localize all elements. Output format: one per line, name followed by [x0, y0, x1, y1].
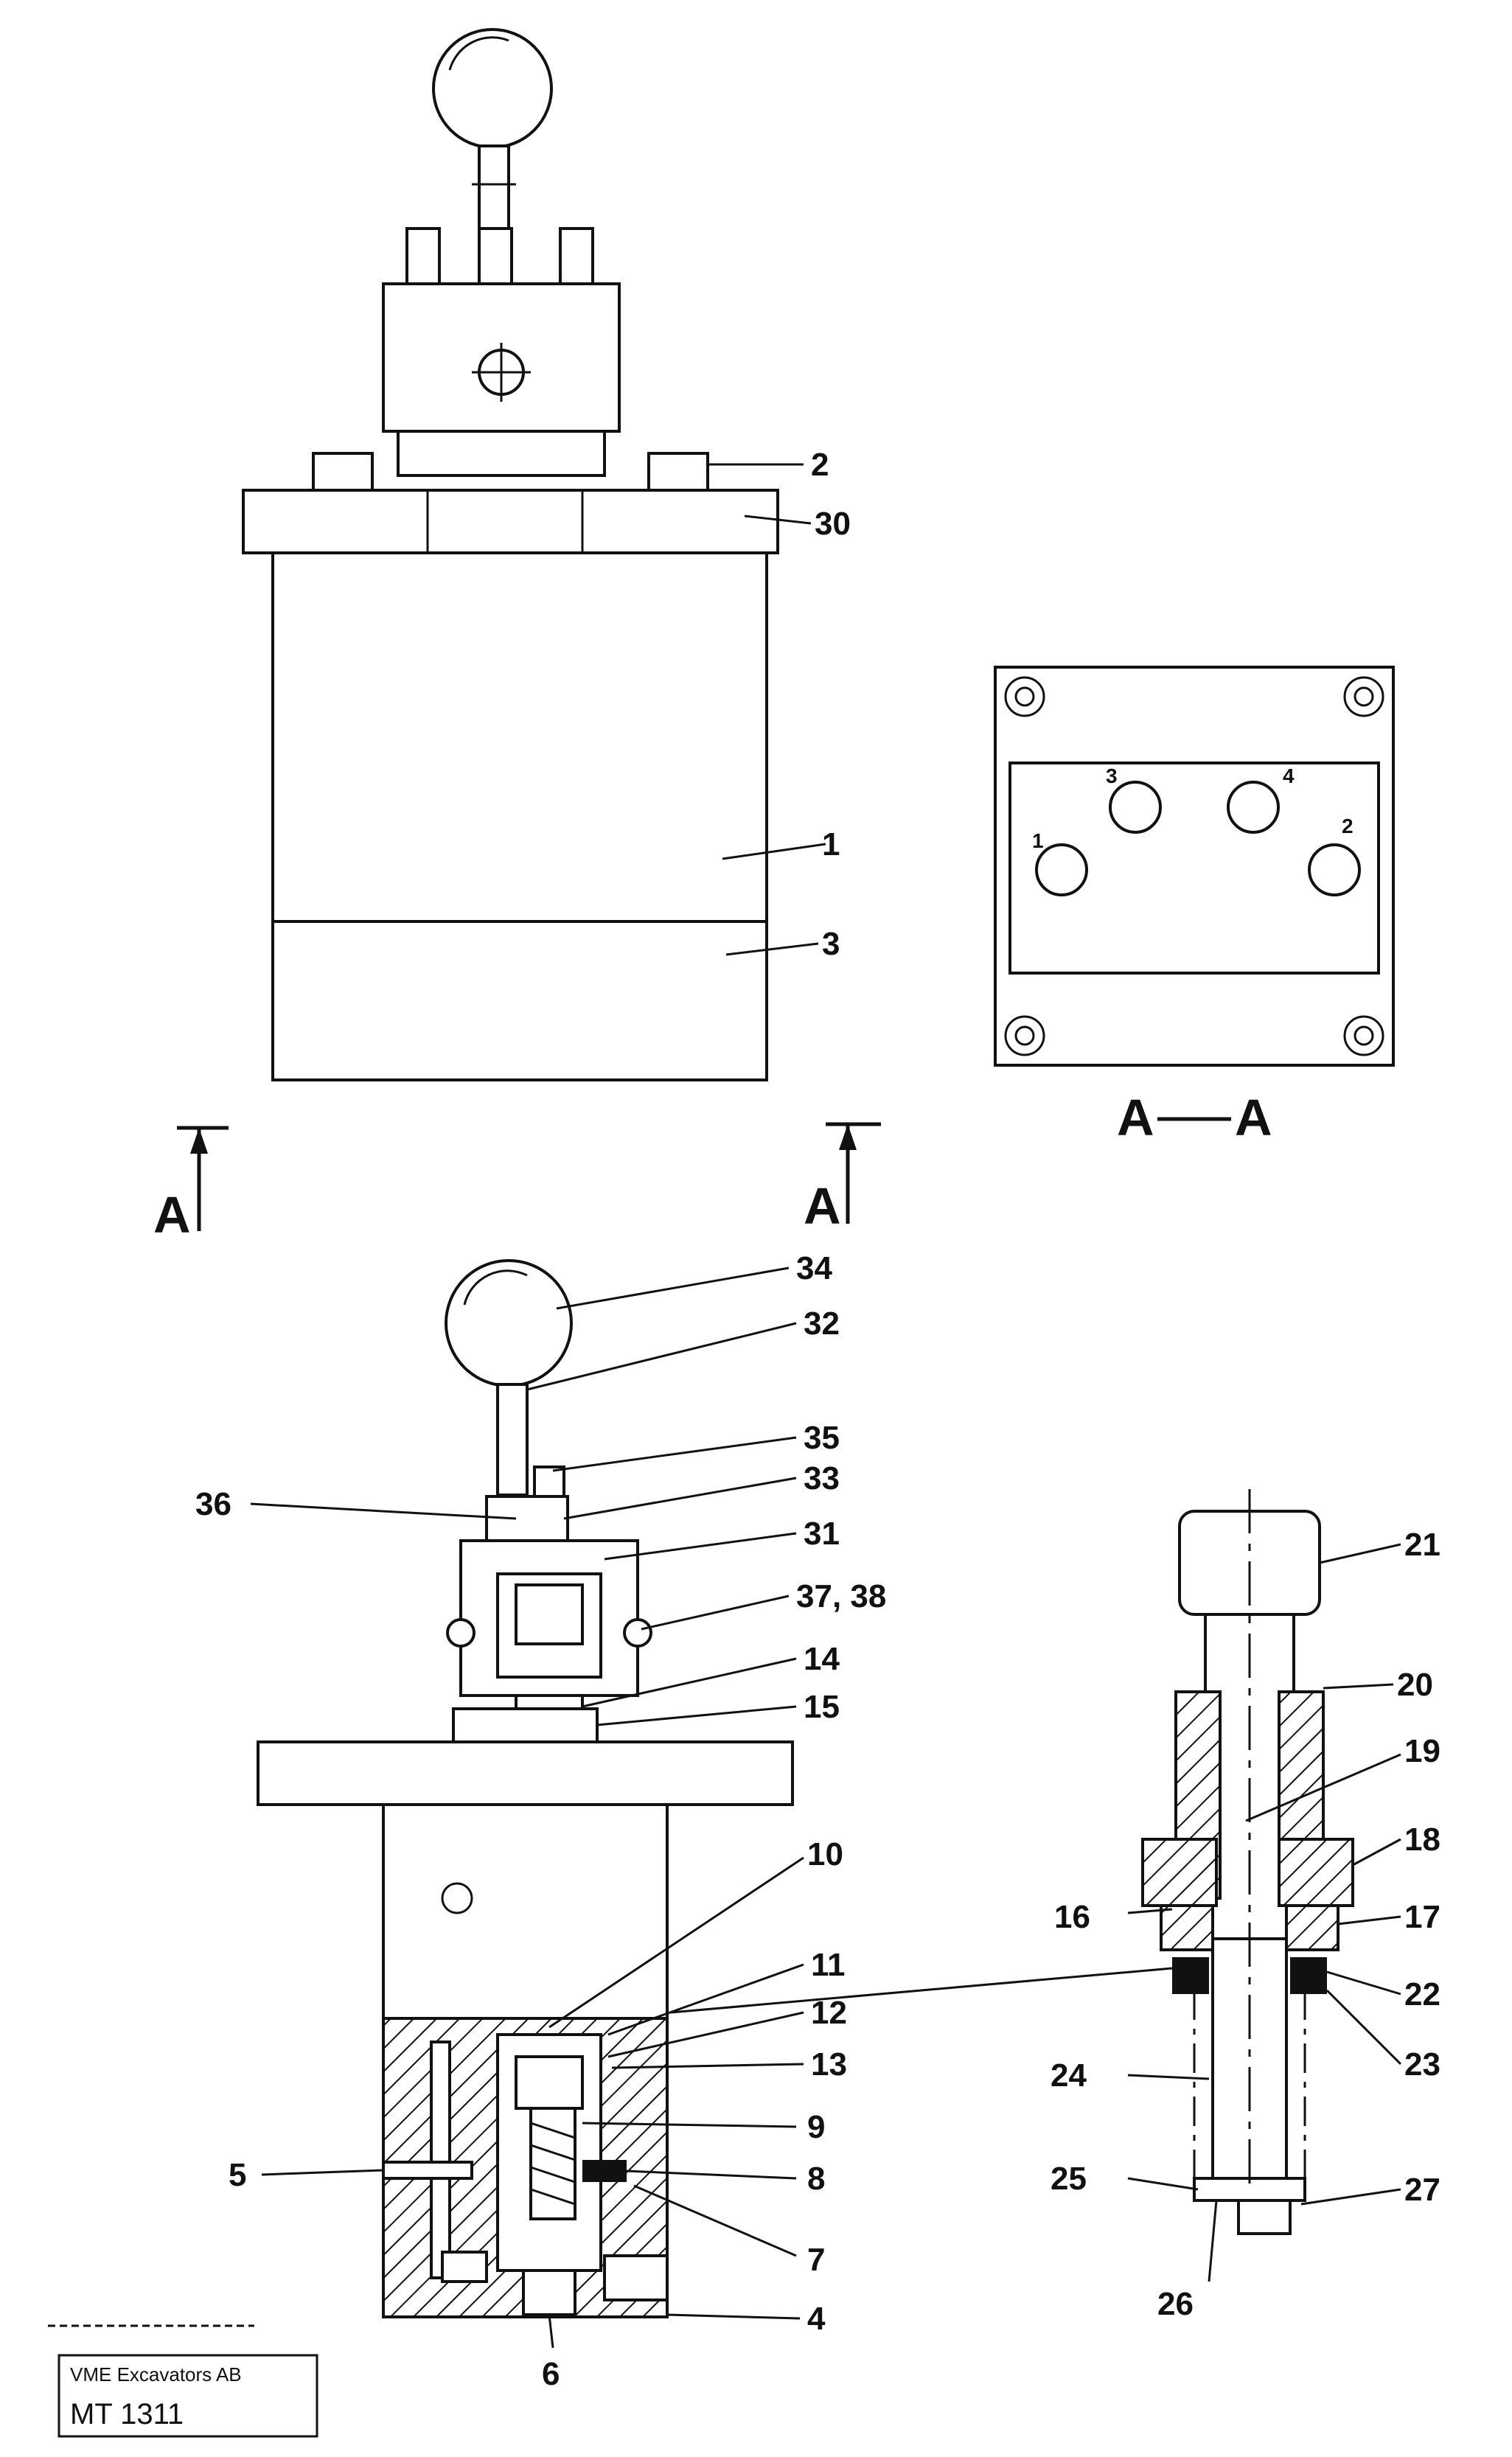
port-label-4: 4	[1283, 764, 1295, 787]
screw-2-left	[312, 452, 374, 492]
port-1-circle	[1035, 843, 1088, 896]
callout-25: 25	[1051, 2161, 1087, 2197]
callout-17: 17	[1404, 1899, 1440, 1935]
callout-34: 34	[796, 1250, 832, 1286]
callout-18: 18	[1404, 1822, 1440, 1858]
flange-plate-30	[242, 489, 779, 554]
callout-24: 24	[1051, 2057, 1087, 2094]
callout-3: 3	[822, 926, 840, 962]
spool-12	[515, 2055, 584, 2110]
callout-10: 10	[807, 1836, 843, 1872]
bolt-top-3	[559, 227, 594, 286]
section-cut-marks: A A	[153, 1122, 881, 1244]
callout-14: 14	[804, 1641, 840, 1677]
plug-6	[522, 2269, 576, 2316]
bushing-16	[1160, 1904, 1214, 1951]
callout-2: 2	[811, 447, 829, 483]
seal-8	[582, 2160, 627, 2182]
bottom-assembly-view	[257, 1259, 794, 2318]
callout-21: 21	[1404, 1527, 1440, 1563]
lever-stem-32	[496, 1383, 529, 1496]
callout-33: 33	[804, 1460, 840, 1496]
plunger-detail-view	[1141, 1489, 1354, 2235]
callout-9: 9	[807, 2109, 825, 2145]
pin-37-38-left	[446, 1618, 475, 1648]
caption-company: VME Excavators AB	[70, 2363, 242, 2385]
section-title-left: A	[1117, 1089, 1154, 1146]
section-a-a-view: 1 3 4 2 A A	[994, 666, 1395, 1146]
caption-frame	[58, 2354, 318, 2438]
callout-19: 19	[1404, 1733, 1440, 1769]
corner-bolt-icon	[1004, 676, 1384, 1056]
port-2-circle	[1308, 843, 1361, 896]
caption-block: VME Excavators AB MT 1311	[48, 2324, 318, 2438]
callout-11: 11	[811, 1947, 846, 1983]
callout-27: 27	[1404, 2172, 1440, 2208]
port-5-fitting	[382, 2161, 473, 2180]
valve-body-1	[271, 551, 768, 923]
port-4-circle	[1227, 781, 1280, 834]
spring-9	[529, 2107, 576, 2220]
section-title-right: A	[1235, 1089, 1272, 1146]
callout-23: 23	[1404, 2046, 1440, 2083]
callout-36: 36	[195, 1486, 231, 1522]
callout-1: 1	[822, 826, 840, 862]
valve-body-3	[271, 920, 768, 1081]
port-3-circle	[1109, 781, 1162, 834]
callout-8: 8	[807, 2161, 825, 2197]
section-mark-left: A	[153, 1186, 191, 1244]
callout-7: 7	[807, 2242, 825, 2278]
callout-20: 20	[1397, 1667, 1433, 1703]
leader-lines	[250, 463, 1402, 2349]
lever-stem-top	[478, 144, 510, 236]
callout-4: 4	[807, 2301, 826, 2337]
callout-30: 30	[815, 506, 851, 542]
lever-knob-top	[432, 28, 553, 149]
callout-31: 31	[804, 1516, 840, 1552]
flange-plate	[257, 1740, 794, 1806]
seal-23	[1290, 1957, 1327, 1994]
callout-15: 15	[804, 1689, 840, 1725]
port-label-2: 2	[1342, 815, 1354, 837]
seal-22	[1172, 1957, 1209, 1994]
callout-12: 12	[811, 1995, 847, 2031]
callout-32: 32	[804, 1306, 840, 1342]
callout-16: 16	[1054, 1899, 1090, 1935]
bolt-top-1	[405, 227, 441, 286]
callout-35: 35	[804, 1420, 840, 1456]
plug-4	[603, 2254, 669, 2301]
callout-5: 5	[229, 2157, 246, 2193]
valve-body-upper	[382, 1803, 669, 2020]
callout-13: 13	[811, 2046, 847, 2083]
port-label-1: 1	[1032, 829, 1044, 852]
callout-37-38: 37, 38	[796, 1578, 886, 1614]
callout-26: 26	[1157, 2286, 1194, 2322]
callout-6: 6	[542, 2356, 560, 2392]
nut-18	[1141, 1838, 1218, 1907]
callout-labels: 2 30 1 3 34 32 35 33 36 31 37, 38 14 15 …	[195, 447, 1440, 2392]
top-assembly-view	[242, 28, 779, 1081]
washer-15	[452, 1707, 599, 1743]
screw-2-right	[647, 452, 709, 492]
bolt-top-2	[478, 227, 513, 286]
section-mark-right: A	[804, 1177, 841, 1235]
callout-22: 22	[1404, 1976, 1440, 2012]
port-label-3: 3	[1106, 764, 1118, 787]
end-pin-27	[1237, 2199, 1292, 2235]
caption-code: MT 1311	[70, 2398, 184, 2430]
pin-37-38-right	[623, 1618, 652, 1648]
lever-knob-34	[445, 1259, 573, 1387]
